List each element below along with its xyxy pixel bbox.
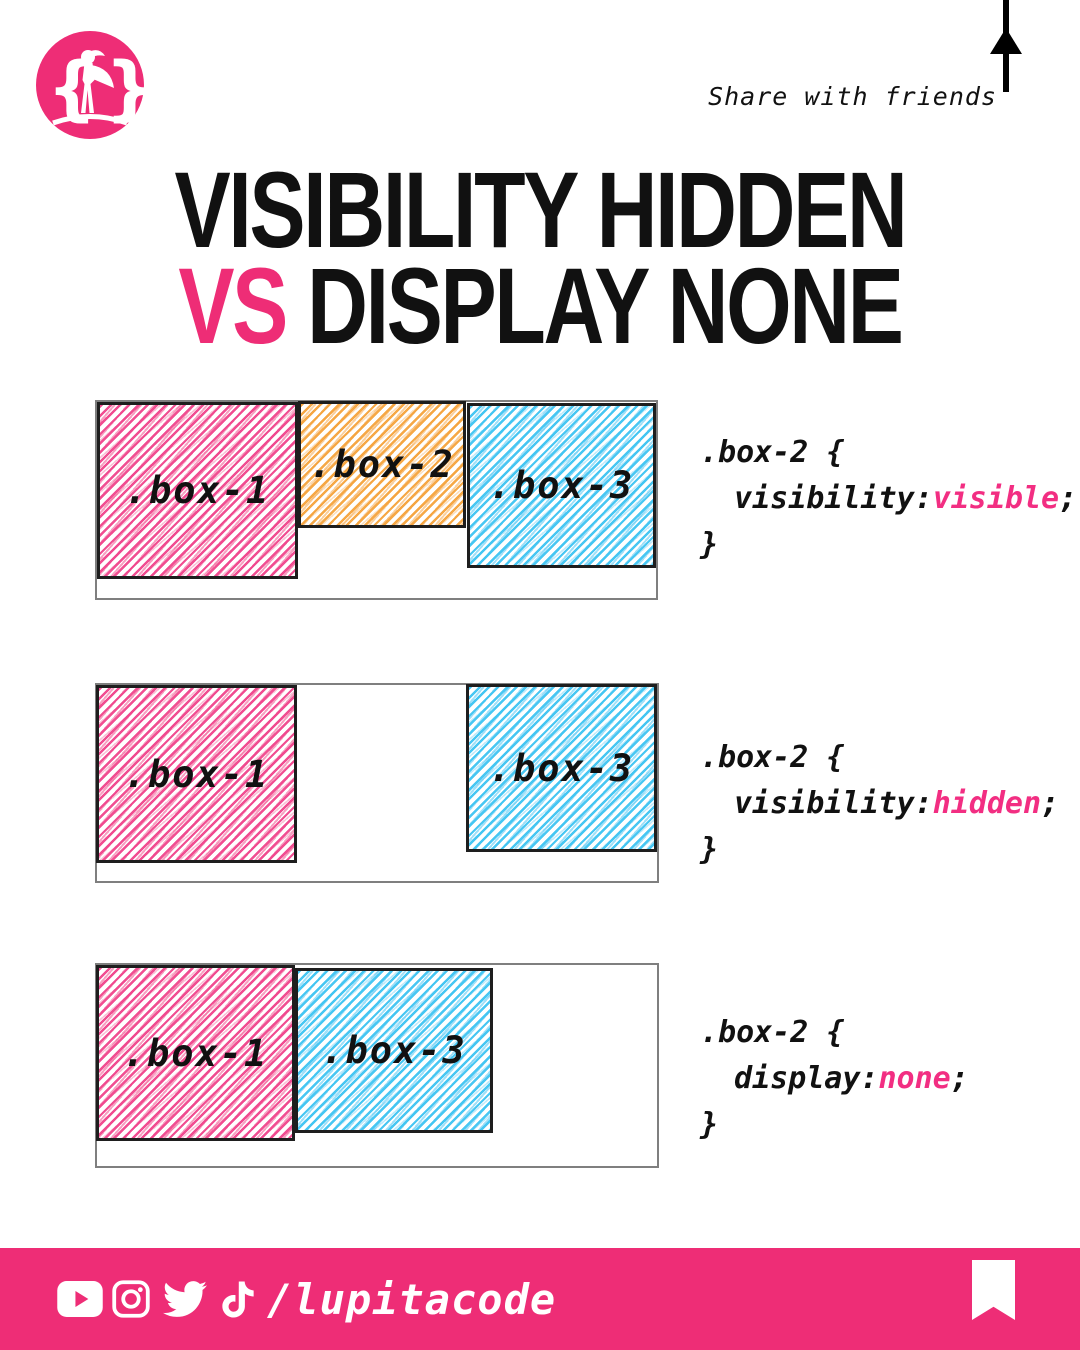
box-label: .box-1	[124, 469, 271, 512]
code-close: }	[700, 527, 719, 562]
code-selector: .box-2 {	[700, 740, 845, 775]
box-2: .box-2	[298, 401, 466, 528]
title-line-1: VISIBILITY HIDDEN	[174, 149, 908, 270]
box-3: .box-3	[466, 684, 657, 852]
box-label: .box-3	[488, 464, 635, 507]
code-property: visibility:	[734, 481, 933, 516]
share-cta-label: Share with friends	[708, 82, 997, 111]
box-1: .box-1	[97, 402, 298, 579]
title-line-2: VS DISPLAY NONE	[119, 252, 961, 360]
code-close: }	[700, 832, 719, 867]
box-3: .box-3	[295, 968, 493, 1133]
code-declaration: visibility:visible;	[700, 476, 1080, 522]
bookmark-icon[interactable]	[972, 1260, 1015, 1320]
box-label: .box-3	[488, 746, 635, 790]
code-snippet-hidden: .box-2 { visibility:hidden; }	[700, 735, 1080, 873]
logo-superwoman-figure	[81, 50, 114, 113]
youtube-icon[interactable]	[57, 1281, 103, 1317]
code-property: visibility:	[734, 786, 933, 821]
code-snippet-visible: .box-2 { visibility:visible; }	[700, 430, 1080, 568]
code-snippet-none: .box-2 { display:none; }	[700, 1010, 1080, 1148]
lupitacode-logo[interactable]: { }	[33, 28, 147, 142]
code-declaration: visibility:hidden;	[700, 781, 1080, 827]
box-label: .box-3	[321, 1029, 467, 1072]
box-label: .box-2	[309, 443, 455, 486]
code-value: hidden	[932, 786, 1042, 821]
footer-bar: /lupitacode	[0, 1248, 1080, 1350]
box-label: .box-1	[122, 1031, 269, 1075]
code-selector: .box-2 {	[700, 435, 845, 470]
code-value: none	[878, 1061, 951, 1096]
instagram-icon[interactable]	[112, 1280, 150, 1318]
code-semicolon: ;	[1059, 481, 1078, 516]
box-1: .box-1	[96, 685, 297, 863]
up-arrow-icon	[986, 0, 1026, 95]
logo-base-arc	[52, 114, 128, 126]
code-declaration: display:none;	[700, 1056, 1080, 1102]
up-arrow-shaft	[1003, 0, 1009, 92]
tiktok-icon[interactable]	[220, 1279, 256, 1320]
code-property: display:	[734, 1061, 879, 1096]
box-1: .box-1	[96, 965, 295, 1141]
box-3: .box-3	[467, 403, 656, 568]
logo-brace-right: }	[105, 47, 147, 129]
twitter-icon[interactable]	[159, 1277, 211, 1321]
code-close: }	[700, 1107, 719, 1142]
code-semicolon: ;	[1041, 786, 1060, 821]
code-semicolon: ;	[950, 1061, 969, 1096]
code-selector: .box-2 {	[700, 1015, 845, 1050]
title-line-2-rest: DISPLAY NONE	[286, 245, 904, 366]
code-value: visible	[932, 481, 1060, 516]
page-title: VISIBILITY HIDDEN VS DISPLAY NONE	[119, 149, 961, 360]
social-links: /lupitacode	[57, 1248, 556, 1350]
social-handle[interactable]: /lupitacode	[267, 1274, 557, 1324]
box-label: .box-1	[123, 752, 270, 796]
title-vs: VS	[178, 245, 288, 366]
